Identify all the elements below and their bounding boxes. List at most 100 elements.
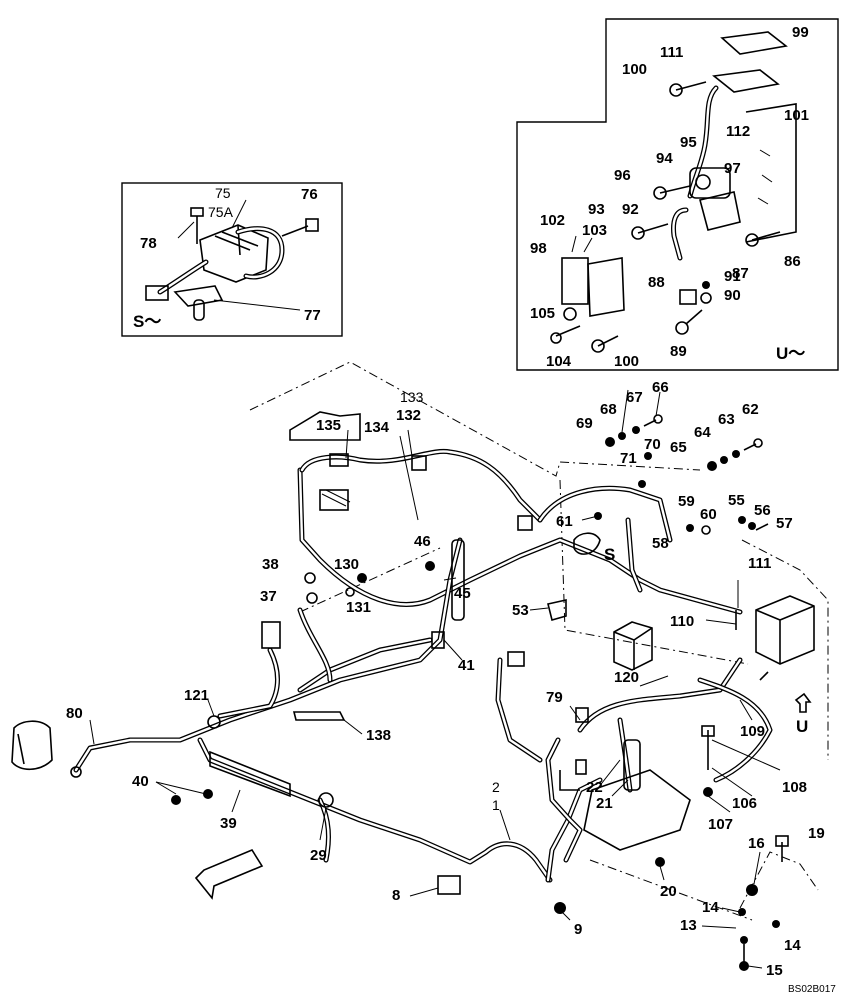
front-arrow xyxy=(194,849,264,900)
inset-u-plate-101 xyxy=(712,69,780,93)
inset-u-relay-bracket xyxy=(587,257,625,317)
inset-s-frame xyxy=(121,182,343,337)
label-16: 16 xyxy=(748,835,765,852)
label-67: 67 xyxy=(626,389,643,406)
label-u-112: 112 xyxy=(726,123,750,140)
connector-plug xyxy=(261,621,281,649)
inset-s-bolt xyxy=(281,225,309,237)
battery-tray xyxy=(583,769,691,851)
inset-u-relay-98 xyxy=(561,257,589,305)
label-57: 57 xyxy=(776,515,793,532)
label-u-88: 88 xyxy=(648,274,665,291)
label-u-101: 101 xyxy=(784,107,809,124)
label-75: 75 xyxy=(215,185,231,201)
cab-panel xyxy=(289,411,361,441)
drawing-code: BS02B017 xyxy=(788,984,836,995)
chassis-outline-corner xyxy=(739,851,819,909)
label-66: 66 xyxy=(652,379,669,396)
label-u-102: 102 xyxy=(540,212,565,229)
label-u-97: 97 xyxy=(724,160,741,177)
label-u-92: 92 xyxy=(622,201,639,218)
label-u-100a: 100 xyxy=(622,61,647,78)
label-22: 22 xyxy=(586,779,603,796)
label-134: 134 xyxy=(364,419,390,436)
label-14b: 14 xyxy=(784,937,801,954)
inset-u-panel xyxy=(745,103,797,243)
label-46: 46 xyxy=(414,533,431,550)
inset-s-screw-head xyxy=(190,207,204,217)
bracket-8 xyxy=(437,875,461,895)
label-62: 62 xyxy=(742,401,759,418)
label-59: 59 xyxy=(678,493,695,510)
label-75a: 75A xyxy=(208,204,234,220)
label-u-96: 96 xyxy=(614,167,631,184)
inset-s-connector xyxy=(145,285,169,301)
label-u-104: 104 xyxy=(546,353,572,370)
label-u-87: 87 xyxy=(732,265,749,282)
label-78: 78 xyxy=(140,235,157,252)
label-108: 108 xyxy=(782,779,807,796)
label-13: 13 xyxy=(680,917,697,934)
label-u-111: 111 xyxy=(660,44,683,61)
label-29: 29 xyxy=(310,847,327,864)
label-20: 20 xyxy=(660,883,677,900)
inset-u-part-88 xyxy=(679,289,697,305)
inset-u-bracket-92 xyxy=(699,191,741,231)
label-60: 60 xyxy=(700,506,717,523)
label-37: 37 xyxy=(260,588,277,605)
inset-u: 99 111 100 101 112 95 94 97 96 93 92 102… xyxy=(516,18,839,371)
connector-138 xyxy=(292,711,346,721)
label-58: 58 xyxy=(652,535,669,552)
inset-u-title: U～ xyxy=(776,344,805,363)
label-u-90: 90 xyxy=(724,287,741,304)
label-121: 121 xyxy=(184,687,209,704)
label-63: 63 xyxy=(718,411,735,428)
mounting-bar-39 xyxy=(209,750,291,798)
label-68: 68 xyxy=(600,401,617,418)
relay-box-110 xyxy=(755,595,815,665)
label-131: 131 xyxy=(346,599,371,616)
label-120: 120 xyxy=(614,669,639,686)
label-69: 69 xyxy=(576,415,593,432)
label-56: 56 xyxy=(754,502,771,519)
label-138: 138 xyxy=(366,727,391,744)
label-u-93: 93 xyxy=(588,201,605,218)
label-45: 45 xyxy=(454,585,471,602)
label-u-marker: U xyxy=(796,717,808,736)
inset-u-cover-99 xyxy=(720,31,788,55)
chassis-outline-top xyxy=(249,361,701,477)
controller-120 xyxy=(613,621,653,671)
inset-s-bushing xyxy=(193,299,205,321)
label-u-105: 105 xyxy=(530,305,555,322)
label-109: 109 xyxy=(740,723,765,740)
label-40: 40 xyxy=(132,773,149,790)
label-s-marker: S xyxy=(604,545,615,564)
main-assembly: 133 132 135 134 66 67 68 69 70 71 62 63 … xyxy=(11,361,829,979)
label-u-98: 98 xyxy=(530,240,547,257)
label-70: 70 xyxy=(644,436,661,453)
label-38: 38 xyxy=(262,556,279,573)
fuse-block xyxy=(319,489,349,511)
label-65: 65 xyxy=(670,439,687,456)
label-133: 133 xyxy=(400,389,424,405)
label-132: 132 xyxy=(396,407,421,424)
label-u-95: 95 xyxy=(680,134,697,151)
label-110: 110 xyxy=(670,613,694,630)
label-76: 76 xyxy=(301,186,318,203)
label-106: 106 xyxy=(732,795,757,812)
label-u-91: 91 xyxy=(724,268,741,285)
label-u-99: 99 xyxy=(792,24,809,41)
inset-s-title: S～ xyxy=(133,312,161,331)
label-u-86: 86 xyxy=(784,253,801,270)
inset-s-fuse-box xyxy=(199,224,269,283)
label-41: 41 xyxy=(458,657,475,674)
chassis-outline-mid xyxy=(559,479,749,665)
label-8: 8 xyxy=(392,887,400,904)
label-111-main: 111 xyxy=(748,555,771,572)
label-80: 80 xyxy=(66,705,83,722)
label-39: 39 xyxy=(220,815,237,832)
label-61: 61 xyxy=(556,513,573,530)
chassis-outline-right xyxy=(741,539,829,760)
label-64: 64 xyxy=(694,424,711,441)
label-135: 135 xyxy=(316,417,341,434)
